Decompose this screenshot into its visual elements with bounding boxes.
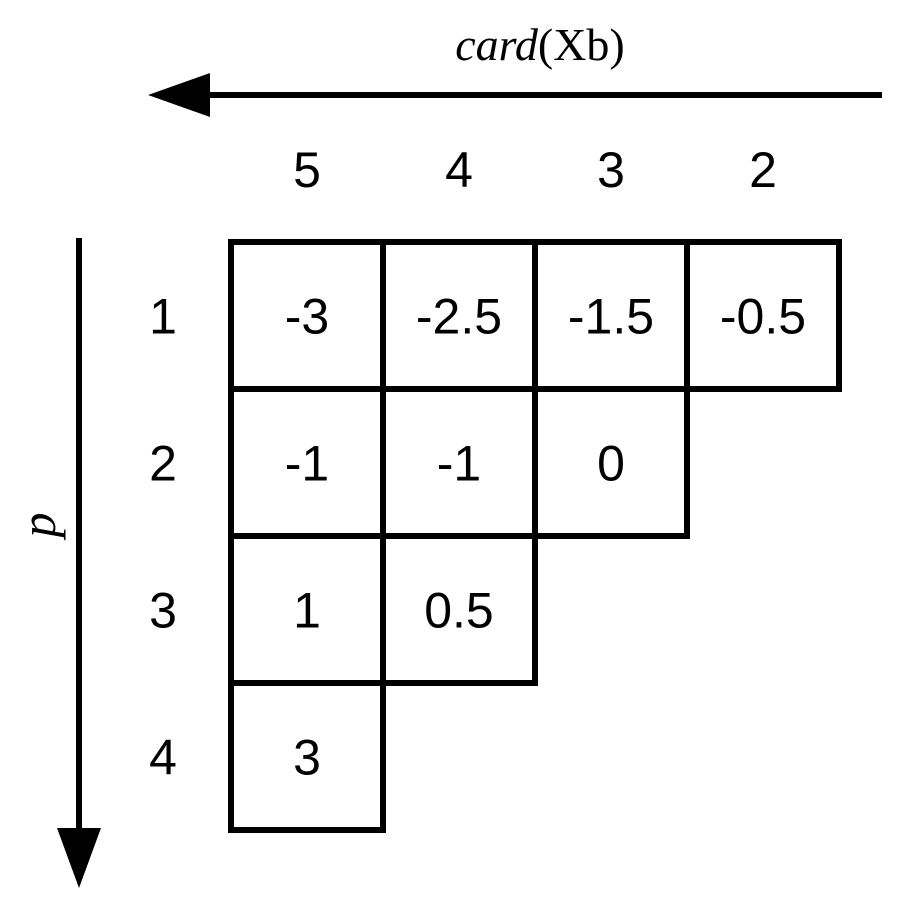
grid-cell: -2.5 xyxy=(380,239,538,392)
grid-cell-value: -1 xyxy=(437,436,481,492)
grid-cell-value: 0.5 xyxy=(424,583,494,639)
arrowhead-left-icon xyxy=(148,73,210,117)
grid-cell: 3 xyxy=(228,680,386,833)
horizontal-axis-label: card(Xb) xyxy=(455,19,624,70)
grid-cell-value: -2.5 xyxy=(416,289,502,345)
grid-cell: -1 xyxy=(380,386,538,539)
row-headers: 1 2 3 4 xyxy=(149,289,177,786)
grid-cell-value: -1.5 xyxy=(568,289,654,345)
column-header: 2 xyxy=(749,142,777,198)
horizontal-axis-arrow xyxy=(148,73,882,117)
row-header: 4 xyxy=(149,730,177,786)
value-grid: -3 -2.5 -1.5 -0.5 -1 -1 0 1 0.5 3 xyxy=(228,239,842,833)
column-header: 4 xyxy=(445,142,473,198)
grid-cell: -0.5 xyxy=(684,239,842,392)
vertical-axis-label: p xyxy=(10,513,66,541)
horizontal-axis-label-rest: (Xb) xyxy=(538,19,625,70)
column-headers: 5 4 3 2 xyxy=(293,142,777,198)
grid-cell-border xyxy=(684,239,842,392)
grid-cell-border xyxy=(532,386,690,539)
grid-cell-value: 1 xyxy=(293,583,321,639)
grid-cell: -1 xyxy=(228,386,386,539)
row-header: 1 xyxy=(149,289,177,345)
column-header: 3 xyxy=(597,142,625,198)
grid-cell-value: -1 xyxy=(285,436,329,492)
grid-cell-value: 0 xyxy=(597,436,625,492)
grid-cell-value: -3 xyxy=(285,289,329,345)
row-header: 2 xyxy=(149,436,177,492)
grid-cell-value: -0.5 xyxy=(720,289,806,345)
grid-cell: -1.5 xyxy=(532,239,690,392)
grid-cell: -3 xyxy=(228,239,386,392)
horizontal-axis-label-italic: card xyxy=(455,19,539,70)
arrowhead-down-icon xyxy=(57,828,101,888)
grid-cell-border xyxy=(228,680,386,833)
grid-cell: 1 xyxy=(228,533,386,686)
column-header: 5 xyxy=(293,142,321,198)
grid-cell: 0.5 xyxy=(380,533,538,686)
grid-cell-value: 3 xyxy=(293,730,321,786)
vertical-axis-arrow xyxy=(57,238,101,888)
grid-cell-border xyxy=(380,533,538,686)
grid-cell: 0 xyxy=(532,386,690,539)
row-header: 3 xyxy=(149,583,177,639)
